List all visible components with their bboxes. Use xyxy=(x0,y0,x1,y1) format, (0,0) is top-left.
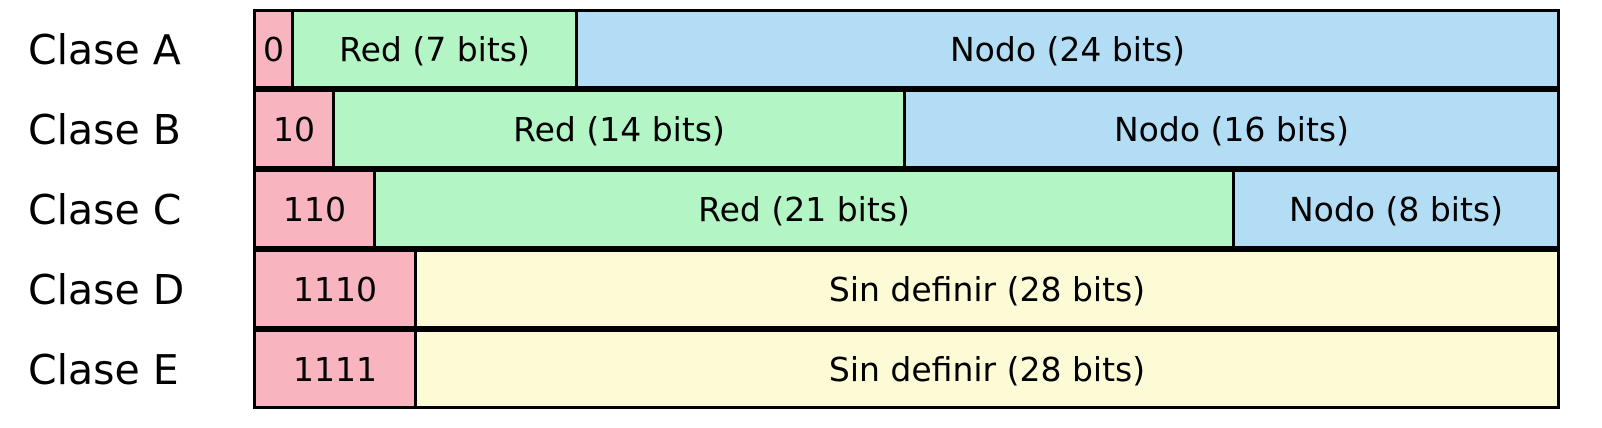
prefix-segment: 10 xyxy=(253,89,335,169)
row-label-clase-b: Clase B xyxy=(28,106,181,154)
prefix-segment: 1111 xyxy=(253,329,417,409)
red-segment: Red (21 bits) xyxy=(373,169,1235,249)
nodo-segment: Nodo (8 bits) xyxy=(1232,169,1560,249)
prefix-segment: 0 xyxy=(253,9,294,89)
row-label-clase-d: Clase D xyxy=(28,266,185,314)
nodo-segment: Nodo (16 bits) xyxy=(903,89,1560,169)
row-label-clase-a: Clase A xyxy=(28,26,181,74)
undefined-segment: Sin definir (28 bits) xyxy=(414,329,1560,409)
prefix-segment: 1110 xyxy=(253,249,417,329)
nodo-segment: Nodo (24 bits) xyxy=(575,9,1560,89)
prefix-segment: 110 xyxy=(253,169,376,249)
red-segment: Red (14 bits) xyxy=(332,89,906,169)
red-segment: Red (7 bits) xyxy=(291,9,578,89)
undefined-segment: Sin definir (28 bits) xyxy=(414,249,1560,329)
row-label-clase-e: Clase E xyxy=(28,346,179,394)
row-label-clase-c: Clase C xyxy=(28,186,182,234)
